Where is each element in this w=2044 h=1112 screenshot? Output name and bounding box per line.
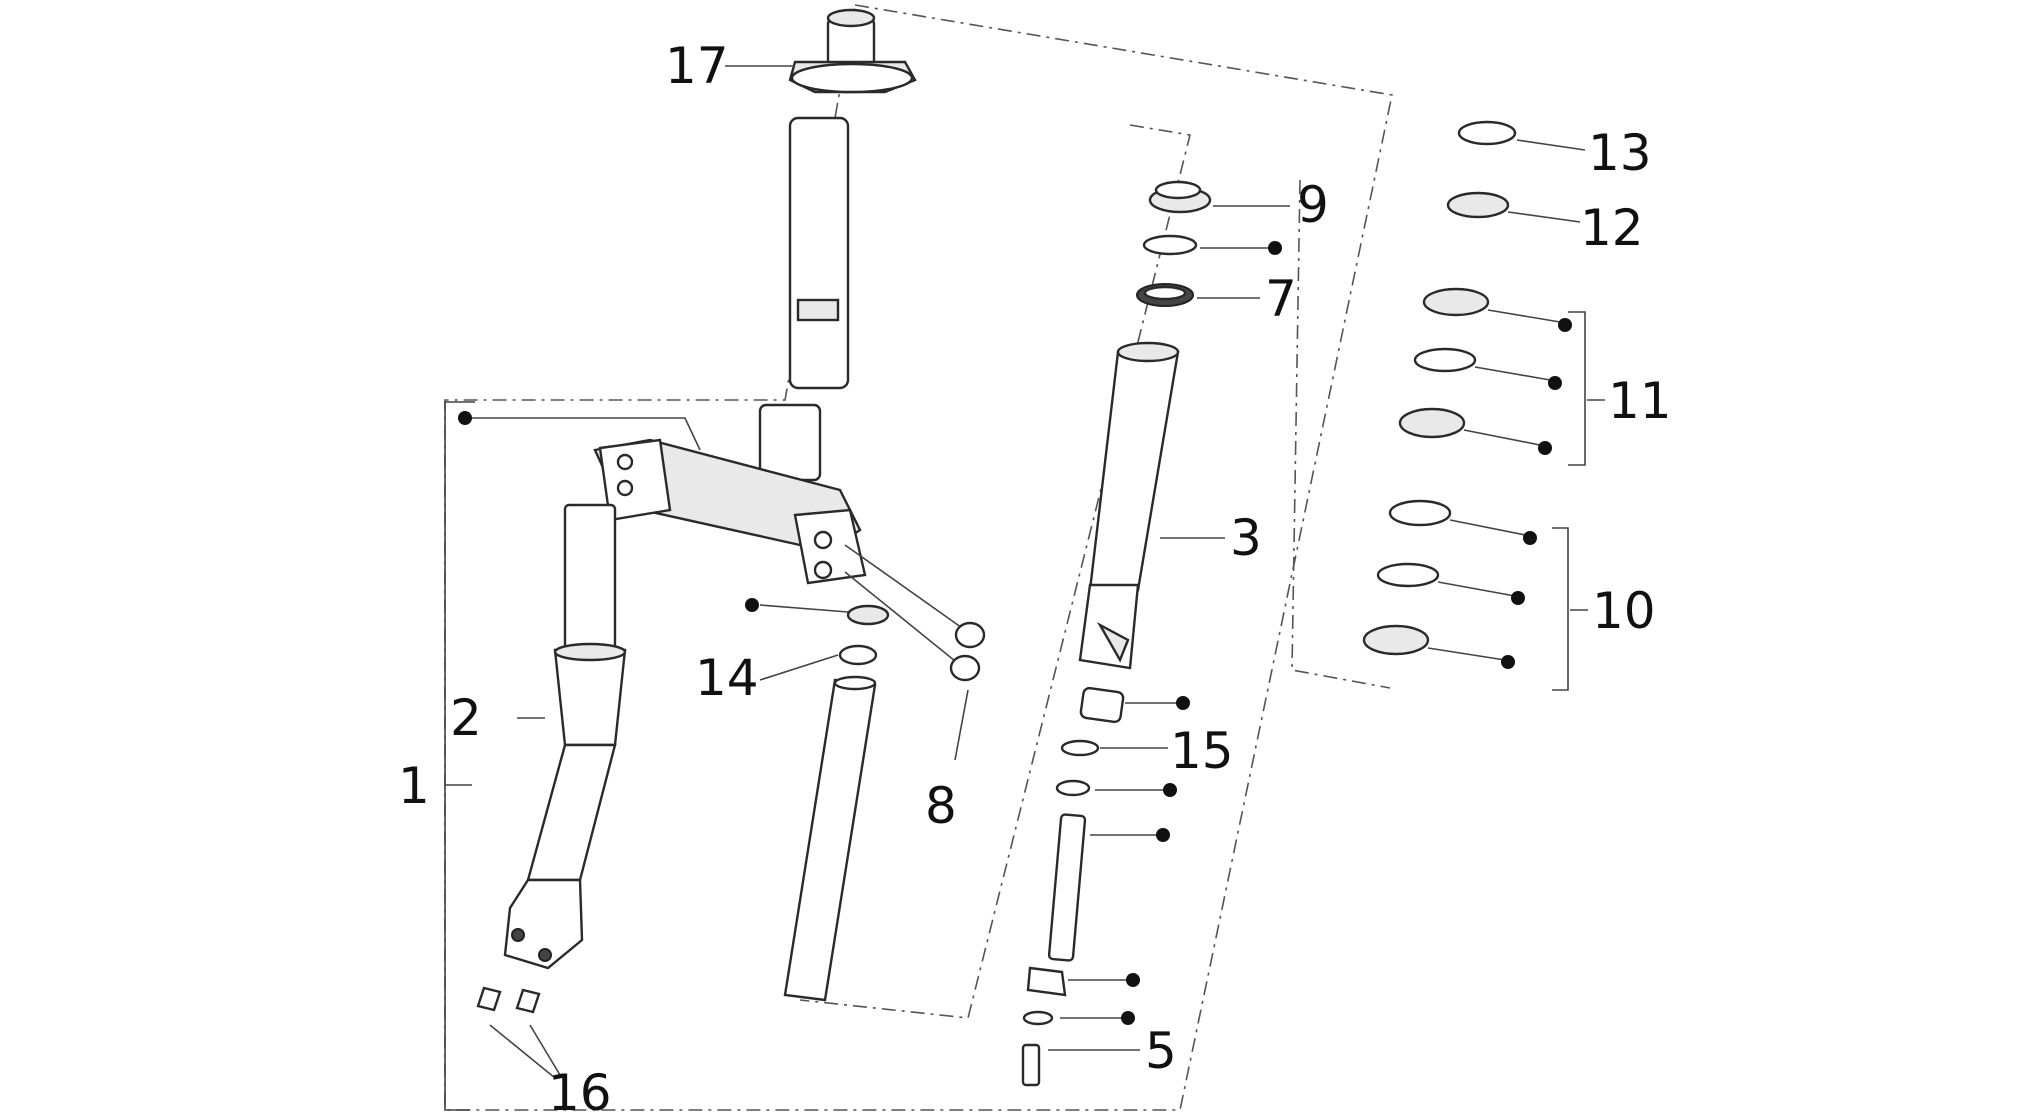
callout-5: 5: [1145, 1022, 1177, 1080]
callout-1: 1: [398, 757, 430, 815]
callout-11: 11: [1608, 372, 1672, 430]
callout-8: 9: [1297, 176, 1329, 234]
callout-12: 12: [1580, 199, 1644, 257]
callout-15: 15: [1170, 722, 1234, 780]
left-fork-leg: [503, 503, 627, 970]
inner-tube-group: [783, 604, 890, 1002]
callout-13: 13: [1588, 124, 1652, 182]
bearing-group-frame: [1291, 179, 1391, 689]
stanchion-group-frame: [799, 124, 1191, 1019]
callout-14: 14: [695, 649, 759, 707]
callout-2: 2: [450, 689, 482, 747]
callout-7: 7: [1265, 270, 1297, 328]
pinch-bolts: [844, 544, 986, 682]
bottom-bolts: [476, 986, 541, 1014]
reference-dots: [458, 241, 1572, 1025]
leader-lines: [445, 65, 1605, 1079]
callout-17: 17: [665, 37, 729, 95]
callout-9: 8: [925, 777, 957, 835]
callout-10: 10: [1592, 582, 1656, 640]
stanchion-group: [1021, 180, 1212, 1087]
steering-stem: [758, 8, 917, 482]
steering-assembly-frame: [444, 4, 1393, 1111]
callout-labels: 17 2 1 14 8 16 9 7 3 15 5 13 12 11 10: [398, 37, 1672, 1112]
callout-16: 16: [548, 1064, 612, 1112]
callout-3: 3: [1230, 509, 1262, 567]
bearing-group: [1362, 120, 1586, 691]
fork-assembly-bracket: [444, 401, 475, 1111]
lower-triple-clamp: [593, 438, 867, 585]
